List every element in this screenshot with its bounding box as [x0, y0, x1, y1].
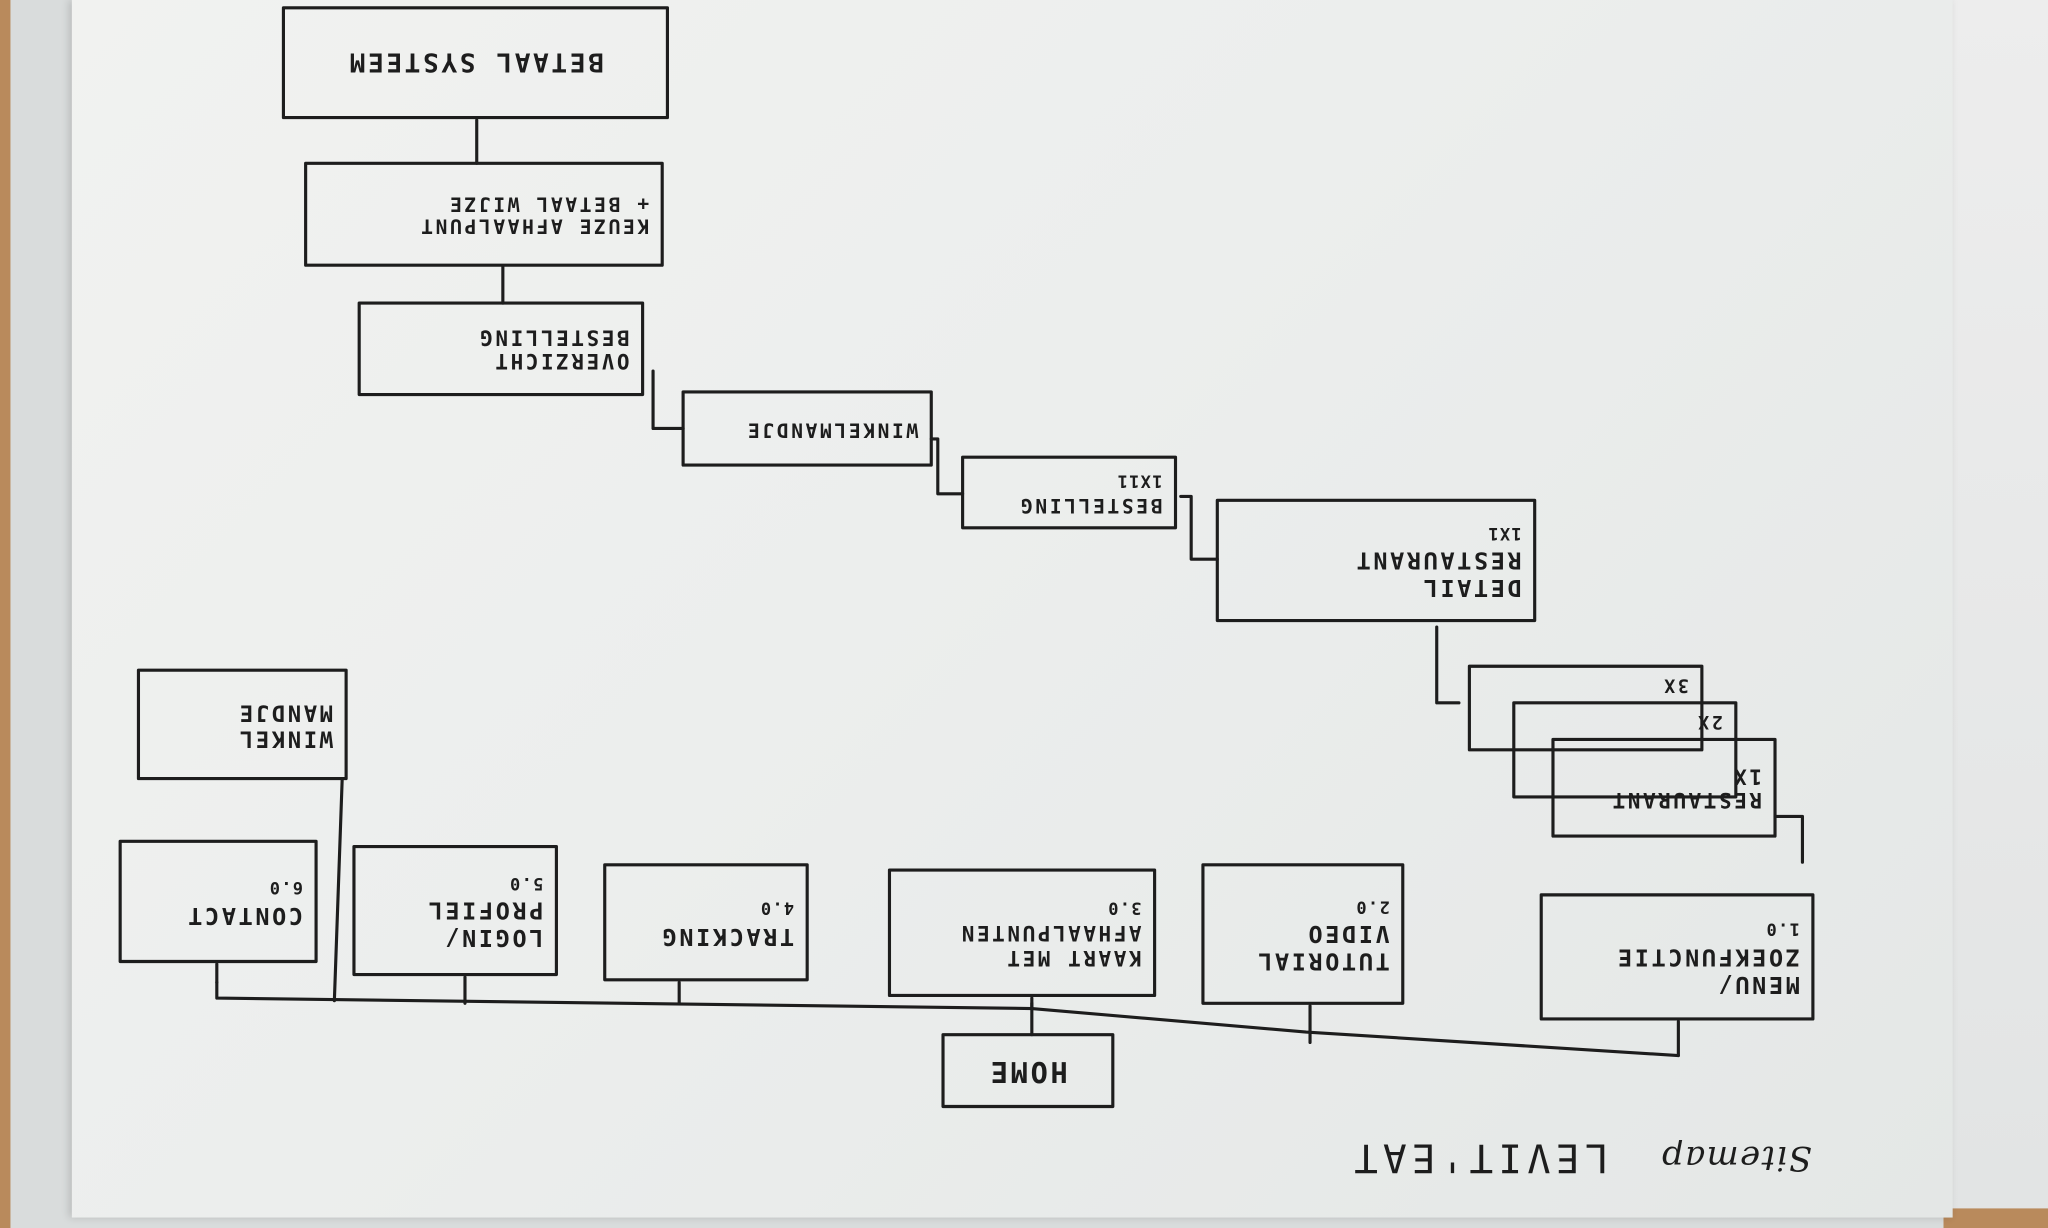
connector-restaurant-detail: [1435, 625, 1461, 705]
node-login-line1: LOGIN/: [442, 923, 544, 952]
node-tutorial: TUTORIAL VIDEO 2.0: [1203, 865, 1403, 1003]
box-menu: [1539, 893, 1815, 1021]
box-restaurant-2: [1512, 701, 1738, 799]
node-menu-line2: ZOEKFUNCTIE: [1615, 943, 1800, 971]
connector-winkel-top: [332, 777, 344, 1003]
node-contact-line1: CONTACT: [185, 901, 304, 929]
node-overzicht-line2: BESTELLING: [477, 325, 630, 351]
node-detail-line1: DETAIL: [1421, 573, 1522, 602]
node-betaal: BETAAL SYSTEEM: [283, 8, 667, 118]
node-keuze-line2: + BETAAL WIJZE: [447, 192, 650, 216]
box-kaart: [887, 868, 1157, 998]
node-restaurant-1-line2: 1X: [1731, 764, 1762, 790]
node-login: LOGIN/ PROFIEL 5.0: [354, 847, 556, 975]
node-betaal-label: BETAAL SYSTEEM: [347, 47, 604, 80]
node-winkelmandje-top-line2: MANDJE: [237, 699, 334, 726]
node-home-label: HOME: [988, 1054, 1068, 1088]
node-restaurant-3: 3X: [1469, 666, 1701, 703]
node-tracking-line1: TRACKING: [659, 922, 795, 950]
node-winkelmandje: WINKELMANDJE: [683, 392, 931, 465]
box-betaal: [281, 6, 669, 120]
node-detail-line3: 1X1: [1487, 522, 1522, 542]
box-keuze: [304, 161, 664, 267]
node-bestelling-line2: 1X11: [1116, 470, 1163, 490]
node-menu-number: 1.0: [1765, 918, 1800, 939]
node-overzicht-line1: OVERZICHT: [492, 349, 630, 375]
node-winkelmandje-top: WINKEL MANDJE: [138, 670, 346, 778]
node-kaart-line1: KAART MET: [1004, 945, 1142, 971]
box-winkelmandje-top: [136, 668, 348, 781]
node-tracking: TRACKING 4.0: [605, 865, 807, 980]
box-contact: [118, 839, 318, 964]
box-tracking: [603, 863, 809, 982]
connector-menu-restaurant: [1773, 814, 1805, 864]
node-home: HOME: [943, 1035, 1113, 1107]
node-bestelling: BESTELLING 1X11: [963, 457, 1176, 528]
node-login-line2: PROFIEL: [425, 896, 544, 925]
node-detail-line2: RESTAURANT: [1353, 546, 1522, 575]
node-restaurant-2-label: 2X: [1695, 710, 1723, 732]
box-home: [941, 1033, 1115, 1109]
node-contact-number: 6.0: [268, 876, 304, 897]
connector-bestelling-winkel: [929, 437, 965, 496]
node-login-number: 5.0: [508, 872, 544, 892]
node-kaart-line2: AFHAALPUNTEN: [959, 921, 1142, 947]
box-tutorial: [1201, 863, 1405, 1005]
sitemap-title: Sitemap LEVIT'EAT: [1306, 1110, 1855, 1201]
node-winkelmandje-label: WINKELMANDJE: [745, 417, 919, 442]
node-tutorial-line2: VIDEO: [1305, 920, 1390, 948]
sitemap-label: Sitemap: [1660, 1137, 1812, 1177]
box-restaurant-1: [1551, 737, 1777, 838]
node-keuze-line1: KEUZE AFHAALPUNT: [418, 214, 650, 239]
node-menu-line1: MENU/: [1715, 970, 1800, 998]
connector-winkel-overzicht: [651, 369, 685, 431]
node-restaurant-1-line1: RESTAURANT: [1610, 788, 1762, 814]
node-kaart: KAART MET AFHAALPUNTEN 3.0: [889, 870, 1154, 995]
node-keuze: KEUZE AFHAALPUNT + BETAAL WIJZE: [306, 163, 663, 265]
node-bestelling-line1: BESTELLING: [1018, 493, 1163, 518]
node-restaurant-1: RESTAURANT 1X: [1553, 739, 1775, 836]
node-menu: MENU/ ZOEKFUNCTIE 1.0: [1541, 895, 1813, 1019]
node-tutorial-line1: TUTORIAL: [1255, 947, 1390, 975]
node-winkelmandje-top-line1: WINKEL: [237, 725, 334, 752]
box-restaurant-3: [1467, 664, 1704, 752]
node-tutorial-number: 2.0: [1355, 895, 1390, 916]
box-login: [352, 844, 558, 977]
node-contact: CONTACT 6.0: [120, 841, 316, 961]
node-overzicht: OVERZICHT BESTELLING: [359, 303, 642, 394]
connector-detail-bestelling: [1179, 494, 1219, 561]
node-restaurant-2: 2X: [1514, 703, 1736, 740]
node-kaart-number: 3.0: [1106, 897, 1142, 918]
node-tracking-number: 4.0: [759, 897, 795, 918]
node-restaurant-3-label: 3X: [1661, 674, 1689, 696]
box-overzicht: [357, 301, 645, 397]
node-detail-restaurant: DETAIL RESTAURANT 1X1: [1217, 500, 1534, 620]
sketch-paper: [71, 0, 1953, 1218]
project-name: LEVIT'EAT: [1349, 1134, 1609, 1180]
